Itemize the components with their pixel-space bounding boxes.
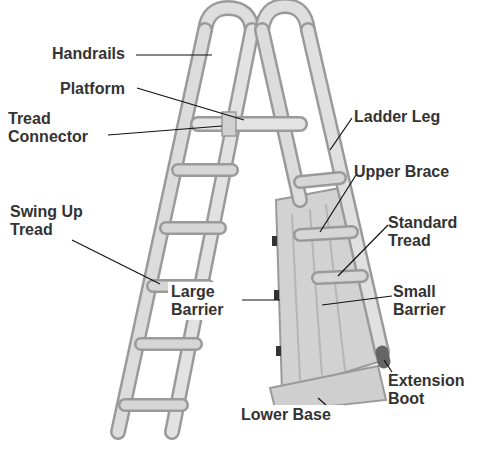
tread-outline	[125, 398, 182, 412]
standard-tread	[300, 178, 340, 182]
platform-bar	[198, 119, 300, 130]
barrier-clip	[276, 346, 281, 356]
tread-outline	[141, 337, 196, 351]
barrier-clip	[274, 290, 279, 300]
right-rail	[262, 30, 300, 200]
barrier-clip	[272, 236, 277, 246]
leader-line	[318, 398, 326, 405]
platform-outline	[198, 116, 300, 132]
ladder-leg	[308, 30, 382, 352]
leader-line	[238, 299, 280, 300]
swing-up-tread	[141, 340, 196, 349]
tread-outline	[178, 163, 232, 177]
right-ladder	[262, 6, 386, 412]
part-label: Upper Brace	[354, 163, 474, 181]
leader-line	[72, 240, 160, 284]
right-rail-outline	[262, 30, 300, 200]
leader-line	[322, 296, 392, 305]
swing-up-tread	[166, 224, 220, 233]
standard-tread	[318, 276, 362, 278]
leader-line	[136, 54, 212, 55]
bottom-tread	[125, 401, 182, 410]
part-label: Handrails	[52, 45, 142, 63]
part-label: Small Barrier	[393, 283, 473, 319]
platform	[198, 112, 300, 136]
part-label: Platform	[60, 80, 140, 98]
part-label: Ladder Leg	[354, 108, 454, 126]
leader-line	[384, 360, 392, 372]
left-ladder	[118, 8, 252, 432]
part-label: Swing Up Tread	[10, 203, 90, 239]
swing-up-tread	[178, 166, 232, 175]
part-label: Standard Tread	[388, 214, 478, 250]
leader-line	[320, 175, 356, 232]
tread-outline	[318, 276, 362, 278]
part-label: Large Barrier	[168, 282, 242, 320]
leader-lines	[72, 55, 392, 405]
part-label: Lower Base	[238, 405, 344, 425]
tread-outline	[300, 178, 340, 182]
leader-line	[137, 88, 244, 120]
part-label: Tread Connector	[8, 110, 108, 146]
leader-line	[338, 225, 388, 276]
leader-line	[330, 118, 352, 150]
tread-outline	[166, 221, 220, 235]
tread-outline	[300, 232, 352, 235]
leader-line	[108, 126, 222, 135]
part-label: Extension Boot	[388, 372, 478, 408]
standard-tread	[300, 232, 352, 235]
ladder-leg-outline	[308, 30, 382, 352]
